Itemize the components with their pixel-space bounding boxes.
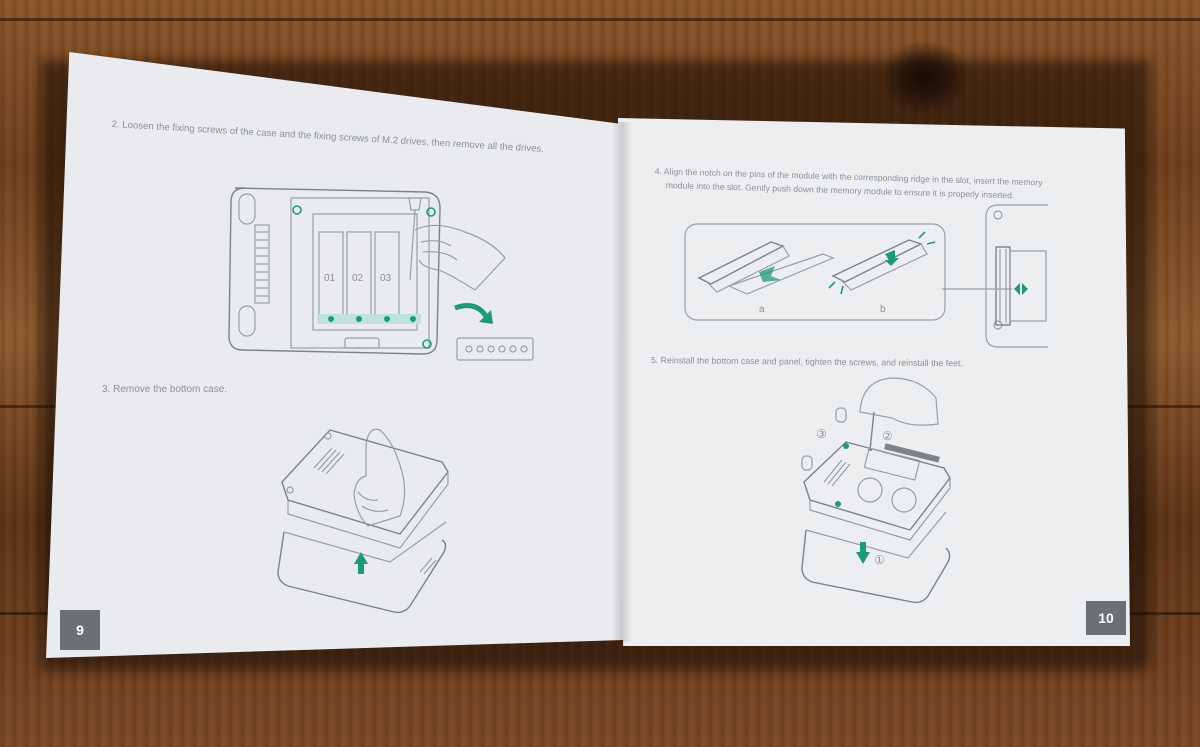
vent-grille <box>823 459 851 487</box>
memory-module-insertion-illustration: a b <box>684 223 946 321</box>
page-number-9: 9 <box>60 610 100 650</box>
memory-slot-detail-illustration <box>942 204 1048 348</box>
reinstall-case-illustration: ③ ② ① <box>801 377 951 604</box>
booklet-spine <box>612 122 632 642</box>
callout-3: ③ <box>816 427 827 441</box>
slot-label: 02 <box>352 273 364 284</box>
step-3-text: 3. Remove the bottom case. <box>102 384 228 395</box>
plank-seam <box>0 18 1200 21</box>
right-page <box>618 118 1130 646</box>
callout-1: ① <box>874 553 885 567</box>
page-number-10: 10 <box>1086 601 1126 635</box>
callout-2: ② <box>882 429 893 443</box>
step-label-a: a <box>759 304 765 315</box>
vent-grille <box>254 224 270 304</box>
bottom-case-removal-illustration <box>277 428 449 614</box>
m2-drive-removal-illustration: 01 02 03 <box>228 187 534 361</box>
left-page <box>46 52 628 658</box>
slot-label: 01 <box>324 273 336 284</box>
illustration-frame <box>684 223 946 321</box>
vent-grille <box>313 447 345 475</box>
step-label-b: b <box>880 304 886 315</box>
slot-label: 03 <box>380 273 392 284</box>
rubber-foot <box>801 455 813 471</box>
rubber-foot <box>835 407 847 423</box>
